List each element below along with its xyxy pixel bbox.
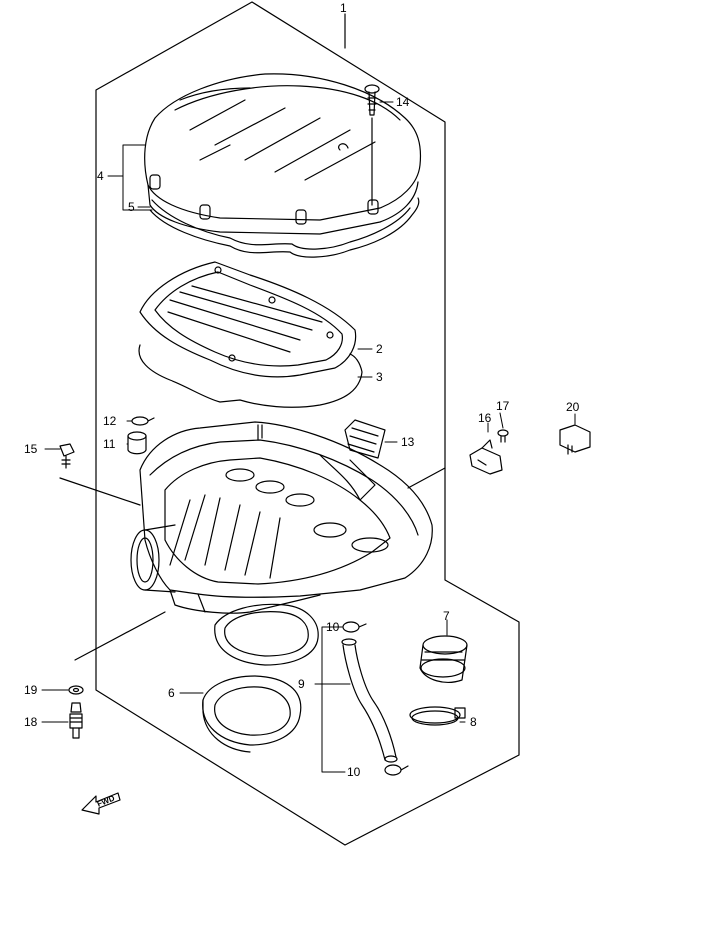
outlet-seal [214,603,319,666]
callout-18: 18 [24,715,38,729]
screw-17 [497,429,509,443]
clamp-10-lower [384,764,409,776]
callout-19: 19 [24,683,38,697]
callout-4: 4 [97,169,104,183]
callout-leaders [41,101,576,773]
callout-16: 16 [478,411,492,425]
callout-10-upper: 10 [326,620,340,634]
callout-17: 17 [496,399,510,413]
clamp-10-upper [342,621,367,633]
callout-5: 5 [128,200,135,214]
fwd-arrow-icon: FWD [81,792,121,815]
callout-20: 20 [566,400,580,414]
assembly-outline [95,1,520,846]
callout-7: 7 [443,609,450,623]
leader-case [407,467,446,489]
grommet-11 [127,431,147,455]
sensor-16 [469,439,503,475]
leader-18-19 [74,611,166,661]
clamp-12 [131,416,155,426]
filter-element [139,261,357,378]
callout-1: 1 [340,1,347,15]
callout-10-lower: 10 [347,765,361,779]
hose-9 [341,638,398,763]
cap-seal [149,197,420,258]
seal-6 [202,675,302,753]
sensor-20 [559,424,591,455]
screw-14 [364,84,380,206]
air-cleaner-cap [144,73,422,235]
callout-9: 9 [298,677,305,691]
pad-13 [344,419,386,459]
callout-12: 12 [103,414,117,428]
fwd-label: FWD [96,794,116,809]
air-cleaner-case [130,421,433,614]
callout-2: 2 [376,342,383,356]
callout-8: 8 [470,715,477,729]
callout-14: 14 [396,95,410,109]
callout-6: 6 [168,686,175,700]
leader-15 [59,477,141,506]
callout-11: 11 [103,437,116,451]
intake-pipe-7 [419,635,468,683]
bolt-15 [59,443,75,469]
washer-19 [68,685,84,695]
clamp-8 [409,706,466,726]
callout-15: 15 [24,442,38,456]
cap-seal-inner [151,199,411,250]
filter-seal [138,344,363,408]
sensor-18 [69,702,83,739]
callout-13: 13 [401,435,415,449]
callout-3: 3 [376,370,383,384]
